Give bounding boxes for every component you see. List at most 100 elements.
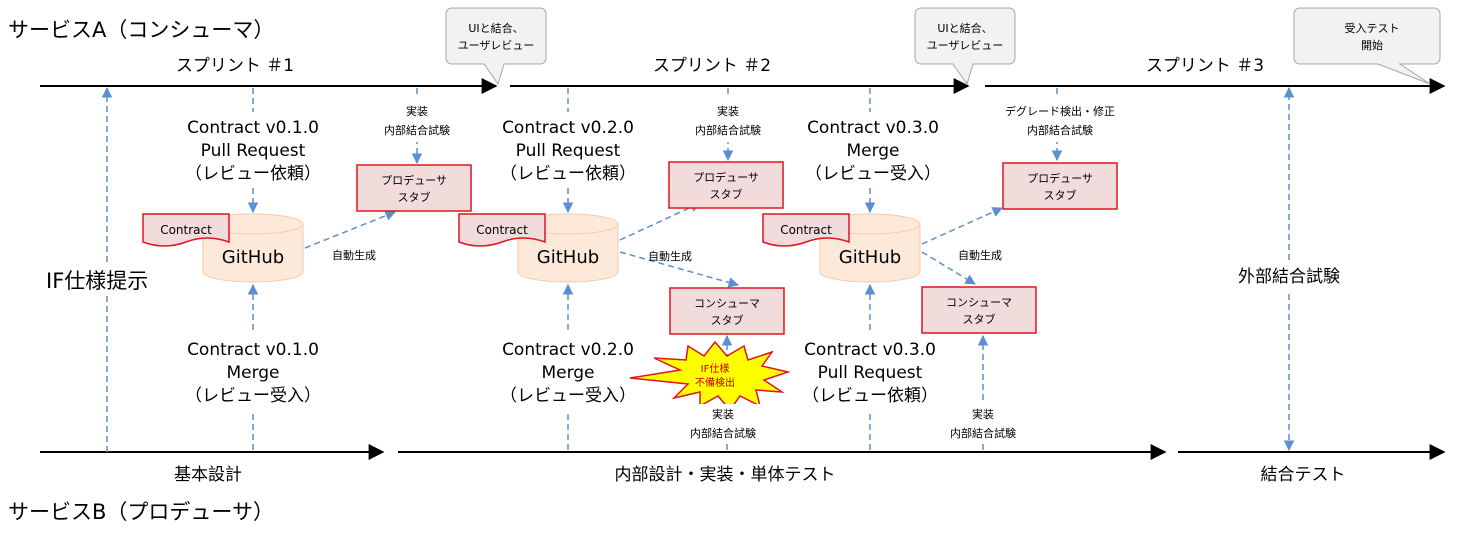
s3-producer-stub: プロデューサ スタブ xyxy=(1002,162,1118,210)
service-a-title: サービスA（コンシューマ） xyxy=(8,18,274,42)
s2-contract-doc: Contract xyxy=(458,213,546,247)
callout-3-line2: 開始 xyxy=(1361,38,1383,52)
s1-top-line3: （レビュー依頼） xyxy=(185,164,321,184)
burst-line1: IF仕様 xyxy=(701,362,730,375)
s2-impl-bottom-line1: 実装 xyxy=(712,407,734,421)
s3-github-label: GitHub xyxy=(839,247,901,268)
s3-top-line2: Merge xyxy=(846,141,899,161)
s3-consumer-stub-line2: スタブ xyxy=(963,312,996,326)
external-test-backdrop xyxy=(1210,260,1370,290)
s3-bottom-backdrop xyxy=(790,334,950,410)
top-timeline: スプリント ＃1 スプリント ＃2 スプリント ＃3 xyxy=(40,56,1446,94)
s3-top-line3: （レビュー受入） xyxy=(805,164,941,184)
s1-producer-stub-line1: プロデューサ xyxy=(381,173,447,187)
s3-top-line1: Contract v0.3.0 xyxy=(807,118,939,138)
s2-bottom-line2: Merge xyxy=(541,363,594,383)
s1-bottom-line2: Merge xyxy=(226,363,279,383)
s3-producer-stub-line1: プロデューサ xyxy=(1027,171,1093,185)
sprint3-label: スプリント ＃3 xyxy=(1146,56,1264,76)
phase3-label: 結合テスト xyxy=(1261,465,1346,485)
phase1-label: 基本設計 xyxy=(174,465,242,485)
s1-autogen-arrow xyxy=(304,210,396,249)
s3-consumer-stub-line1: コンシューマ xyxy=(946,296,1012,309)
s3-impl-backdrop xyxy=(920,404,1046,444)
s3-bottom-line1: Contract v0.3.0 xyxy=(804,340,936,360)
s1-bottom-line1: Contract v0.1.0 xyxy=(187,340,319,360)
callout-2-line2: ユーザレビュー xyxy=(927,39,1004,52)
sprint3-group: Contract v0.3.0 Merge （レビュー受入） Contract … xyxy=(762,88,1138,450)
s1-top-line2: Pull Request xyxy=(201,141,306,161)
s2-impl-bottom-line2: 内部結合試験 xyxy=(690,426,756,440)
s2-impl-top-backdrop xyxy=(670,98,786,142)
s1-bottom-backdrop xyxy=(168,334,338,410)
s1-producer-stub: プロデューサ スタブ xyxy=(356,164,472,212)
s3-degrade-line1: デグレード検出・修正 xyxy=(1005,104,1115,118)
s3-autogen-consumer-arrow xyxy=(921,251,976,285)
callout-acceptance-test: 受入テスト 開始 xyxy=(1293,7,1441,85)
s2-bottom-line1: Contract v0.2.0 xyxy=(502,340,634,360)
s3-consumer-stub: コンシューマ スタブ xyxy=(921,286,1037,334)
s2-impl-top-line1: 実装 xyxy=(717,104,739,118)
sprint2-label: スプリント ＃2 xyxy=(653,56,771,76)
s3-bottom-line2: Pull Request xyxy=(818,363,923,383)
s3-top-backdrop xyxy=(785,112,955,188)
s1-autogen-label: 自動生成 xyxy=(332,248,376,262)
s2-top-line3: （レビュー依頼） xyxy=(500,164,636,184)
s2-producer-stub-line2: スタブ xyxy=(710,187,743,201)
sprint1-group: Contract v0.1.0 Pull Request （レビュー依頼） Co… xyxy=(142,88,474,450)
phase2-label: 内部設計・実装・単体テスト xyxy=(615,465,836,485)
callout-1-line1: UIと結合、 xyxy=(468,21,523,35)
s2-github-label: GitHub xyxy=(537,247,599,268)
s2-autogen-producer-arrow xyxy=(619,202,701,241)
s2-consumer-stub-line2: スタブ xyxy=(711,313,744,327)
bottom-timeline: 基本設計 内部設計・実装・単体テスト 結合テスト xyxy=(40,444,1446,485)
s2-impl-top-line2: 内部結合試験 xyxy=(695,123,761,137)
s2-bottom-backdrop xyxy=(483,334,653,410)
sprint1-label: スプリント ＃1 xyxy=(176,56,294,76)
s3-contract-doc: Contract xyxy=(762,213,850,247)
s2-top-backdrop xyxy=(483,112,653,188)
s3-degrade-backdrop xyxy=(978,98,1138,142)
s1-top-backdrop xyxy=(168,112,338,188)
s1-top-line1: Contract v0.1.0 xyxy=(187,118,319,138)
external-test-label: 外部結合試験 xyxy=(1238,267,1340,287)
s1-github-label: GitHub xyxy=(222,247,284,268)
s2-producer-stub-line1: プロデューサ xyxy=(693,170,759,184)
s2-producer-stub: プロデューサ スタブ xyxy=(668,161,784,209)
s3-autogen-producer-arrow xyxy=(921,207,1003,245)
s1-contract-doc: Contract xyxy=(142,213,230,247)
s2-top-line1: Contract v0.2.0 xyxy=(502,118,634,138)
s1-impl-line2: 内部結合試験 xyxy=(384,123,450,137)
callout-3-line1: 受入テスト xyxy=(1345,22,1400,35)
s2-bottom-line3: （レビュー受入） xyxy=(500,386,636,406)
s3-producer-stub-line2: スタブ xyxy=(1044,188,1077,202)
s2-top-line2: Pull Request xyxy=(516,141,621,161)
s1-impl-line1: 実装 xyxy=(406,104,428,118)
s1-contract-tag: Contract xyxy=(160,223,212,237)
callout-ui-review-2: UIと結合、 ユーザレビュー xyxy=(914,7,1016,86)
if-spec-label: IF仕様提示 xyxy=(46,269,148,293)
s3-impl-line1: 実装 xyxy=(972,407,994,421)
callout-2-line1: UIと結合、 xyxy=(937,21,992,35)
s2-autogen-consumer-arrow xyxy=(619,251,740,288)
service-b-title: サービスB（プロデューサ） xyxy=(8,500,274,524)
s2-consumer-stub: コンシューマ スタブ xyxy=(669,287,785,335)
s1-producer-stub-line2: スタブ xyxy=(398,190,431,204)
if-spec-backdrop xyxy=(40,266,174,296)
s3-autogen-label: 自動生成 xyxy=(958,248,1002,262)
s2-autogen-label: 自動生成 xyxy=(648,249,692,263)
callout-ui-review-1: UIと結合、 ユーザレビュー xyxy=(445,7,547,86)
if-spec-defect-burst: IF仕様 不備検出 xyxy=(629,340,791,412)
s3-impl-line2: 内部結合試験 xyxy=(950,426,1016,440)
s2-consumer-stub-line1: コンシューマ xyxy=(694,297,760,310)
s1-bottom-line3: （レビュー受入） xyxy=(185,386,321,406)
callout-1-line2: ユーザレビュー xyxy=(458,39,535,52)
burst-line2: 不備検出 xyxy=(695,376,735,389)
s1-impl-backdrop xyxy=(360,98,474,142)
s3-contract-tag: Contract xyxy=(780,223,832,237)
s3-bottom-line3: （レビュー依頼） xyxy=(802,386,938,406)
s2-impl-bottom-backdrop xyxy=(664,404,788,444)
s2-contract-tag: Contract xyxy=(476,223,528,237)
s3-degrade-line2: 内部結合試験 xyxy=(1027,123,1093,137)
